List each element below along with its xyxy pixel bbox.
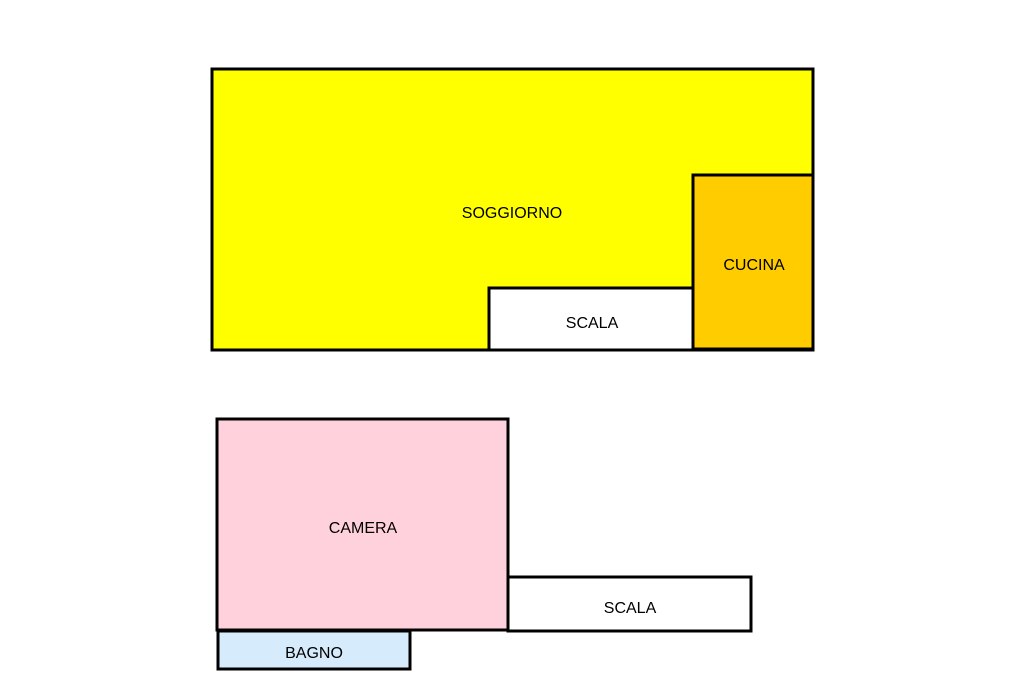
bedroom-label: CAMERA <box>329 520 398 537</box>
upper-floor: SOGGIORNO SCALA CUCINA <box>210 67 815 352</box>
lower-floor: CAMERA SCALA BAGNO <box>215 417 753 671</box>
bathroom-label: BAGNO <box>285 645 343 662</box>
bathroom <box>216 629 412 671</box>
bedroom <box>215 417 510 632</box>
living-room-label: SOGGIORNO <box>462 205 562 222</box>
kitchen-label: CUCINA <box>723 257 785 274</box>
upper-stairs-label: SCALA <box>566 315 619 332</box>
upper-stairs <box>487 286 695 352</box>
kitchen <box>691 173 815 351</box>
lower-stairs-label: SCALA <box>604 600 657 617</box>
lower-stairs <box>506 575 753 633</box>
